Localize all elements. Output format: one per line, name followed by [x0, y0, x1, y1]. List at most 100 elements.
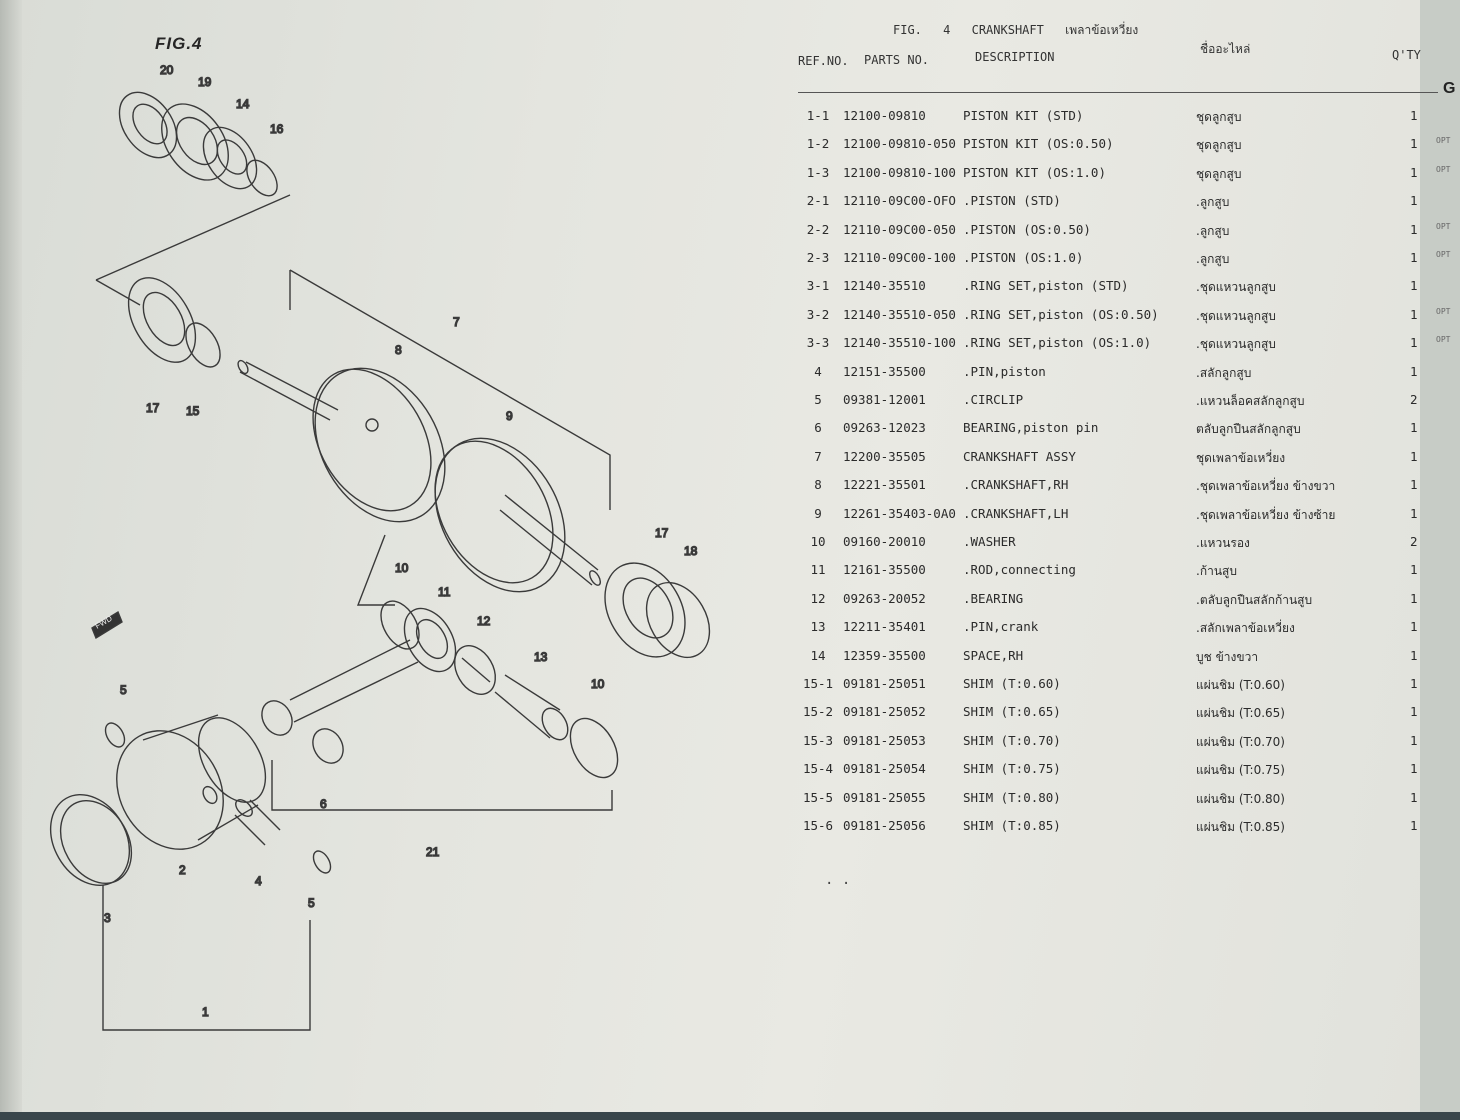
description-cell: .BEARING — [963, 590, 1024, 606]
description-cell: BEARING,piston pin — [963, 420, 1099, 436]
needle-bearing-6-drawing — [312, 728, 344, 764]
description-cell: SHIM (T:0.60) — [963, 676, 1061, 691]
quantity-cell: 1 — [1410, 448, 1418, 464]
thai-name-cell: .ชุดแหวนลูกสูบ — [1196, 280, 1276, 295]
washer-10-drawing — [380, 600, 420, 650]
table-title-fig: FIG. — [893, 23, 922, 37]
oil-seal-19-drawing — [161, 103, 229, 181]
thai-name-cell: แผ่นชิม (T:0.60) — [1196, 678, 1285, 692]
part-number-cell: 12140-35510 — [843, 278, 926, 294]
ref-cell: 2-3 — [806, 250, 830, 265]
callout-number: 1 — [202, 1005, 209, 1019]
callout-number: 5 — [120, 683, 127, 697]
part-number-cell: 12161-35500 — [843, 562, 926, 578]
thai-name-cell: .ก้านสูบ — [1196, 564, 1237, 579]
thai-name-cell: ชุดลูกสูบ — [1196, 110, 1242, 124]
part-number-cell: 12211-35401 — [843, 619, 926, 635]
note-cell: OPT — [1436, 221, 1451, 231]
guide-line — [95, 194, 291, 281]
ref-cell: 9 — [814, 505, 822, 521]
ref-cell: 11 — [810, 562, 826, 578]
description-cell: SHIM (T:0.70) — [963, 732, 1061, 748]
thai-name-cell: แผ่นชิม (T:0.65) — [1196, 706, 1285, 721]
ref-cell: 13 — [810, 619, 826, 635]
thai-name-cell: ชุดลูกสูบ — [1196, 138, 1242, 153]
piston-pin-4-drawing — [234, 799, 281, 846]
ref-cell: 15-5 — [802, 789, 834, 805]
description-cell: SHIM (T:0.85) — [963, 818, 1061, 833]
ref-cell: 15-4 — [802, 761, 834, 777]
quantity-cell: 1 — [1410, 590, 1418, 606]
header-part: PARTS NO. — [864, 53, 930, 67]
header-thai: ชื่ออะไหล่ — [1200, 42, 1251, 56]
description-cell: SHIM (T:0.65) — [963, 704, 1061, 720]
ref-cell: 15-3 — [802, 732, 834, 748]
callout-number: 17 — [655, 526, 669, 540]
ref-cell: 15-2 — [802, 704, 834, 720]
thai-name-cell: .ชุดแหวนลูกสูบ — [1196, 308, 1276, 323]
callout-number: 19 — [198, 75, 212, 89]
part-number-cell: 12359-35500 — [843, 647, 926, 663]
guide-line — [95, 279, 141, 306]
quantity-cell: 1 — [1410, 306, 1418, 322]
callout-number: 15 — [186, 404, 200, 418]
table-row: 15-2 09181-25052 SHIM (T:0.65) แผ่นชิม (T:0… — [798, 704, 1448, 726]
table-title-thai: เพลาข้อเหวี่ยง — [1065, 23, 1139, 37]
washer-10-right-drawing — [569, 717, 619, 779]
part-number-cell: 12100-09810 — [843, 108, 926, 123]
circlip-5b-drawing — [312, 850, 332, 874]
ref-cell: 10 — [810, 534, 826, 549]
ref-cell: 7 — [814, 448, 822, 464]
callout-number: 20 — [160, 63, 174, 77]
description-cell: CRANKSHAFT ASSY — [963, 448, 1076, 464]
guide-line — [271, 760, 613, 811]
quantity-cell: 1 — [1410, 818, 1418, 833]
callout-number: 13 — [534, 650, 548, 664]
quantity-cell: 1 — [1410, 278, 1418, 294]
description-cell: .PISTON (OS:1.0) — [963, 250, 1084, 265]
quantity-cell: 1 — [1410, 164, 1418, 180]
callout-number: 21 — [426, 845, 440, 859]
quantity-cell: 1 — [1410, 789, 1418, 805]
quantity-cell: 1 — [1410, 335, 1418, 351]
part-number-cell: 09181-25056 — [843, 818, 926, 833]
part-number-cell: 12151-35500 — [843, 363, 926, 379]
quantity-cell: 1 — [1410, 619, 1418, 635]
description-cell: PISTON KIT (OS:0.50) — [963, 136, 1114, 152]
thai-name-cell: .ลูกสูบ — [1196, 252, 1230, 266]
header-divider — [798, 92, 1438, 93]
thai-name-cell: .ลูกสูบ — [1196, 223, 1230, 238]
description-cell: .PISTON (STD) — [963, 193, 1061, 209]
thai-name-cell: แผ่นชิม (T:0.80) — [1196, 791, 1285, 806]
note-cell: OPT — [1436, 335, 1451, 345]
callout-number: 6 — [320, 797, 327, 811]
ref-cell: 4 — [814, 363, 822, 379]
ref-cell: 8 — [814, 477, 822, 493]
quantity-cell: 1 — [1410, 221, 1418, 237]
part-number-cell: 09181-25052 — [843, 704, 926, 720]
forward-arrow-icon — [91, 610, 123, 640]
part-number-cell: 12140-35510-100 — [843, 335, 956, 351]
shim-16-drawing — [246, 159, 278, 197]
callout-number: 16 — [270, 122, 284, 136]
part-number-cell: 12110-09C00-OFO — [843, 193, 956, 209]
part-number-cell: 12110-09C00-050 — [843, 221, 956, 237]
callout-number: 10 — [395, 561, 409, 575]
part-number-cell: 09160-20010 — [843, 534, 926, 549]
ref-cell: 14 — [810, 647, 826, 663]
thai-name-cell: แผ่นชิม (T:0.70) — [1196, 734, 1285, 749]
ref-cell: 2-2 — [806, 221, 830, 237]
thai-name-cell: ตลับลูกปืนสลักลูกสูบ — [1196, 422, 1301, 437]
part-number-cell: 09263-12023 — [843, 420, 926, 436]
header-ref: REF.NO. — [798, 54, 849, 68]
thai-name-cell: .ชุดแหวนลูกสูบ — [1196, 337, 1276, 352]
thai-name-cell: .แหวนล็อคสลักลูกสูบ — [1196, 394, 1305, 408]
